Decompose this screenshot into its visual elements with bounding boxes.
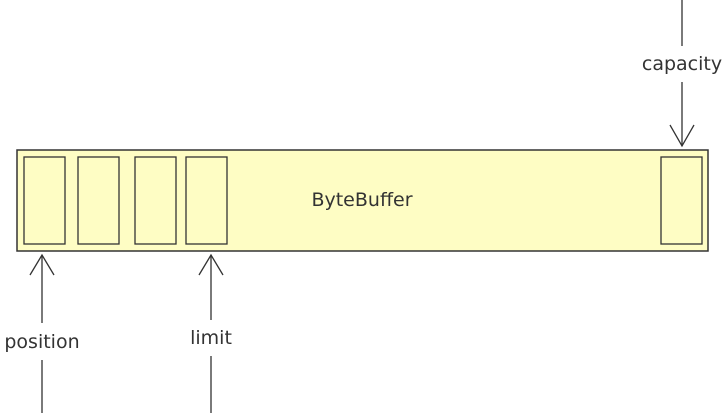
limit-label: limit [190,327,232,349]
capacity-pointer: capacity [642,0,722,148]
capacity-arrow-head [669,124,695,148]
buffer-cell-2 [77,156,120,245]
capacity-label: capacity [642,53,722,75]
limit-arrow-head [198,253,224,276]
position-label: position [4,331,79,353]
limit-pointer: limit [190,253,232,413]
buffer-cell-3 [134,156,177,245]
buffer-cell-last [660,156,703,245]
buffer-cell-1 [23,156,66,245]
buffer-cell-4 [185,156,228,245]
bytebuffer-label: ByteBuffer [311,189,412,211]
position-pointer: position [4,253,80,413]
position-arrow-head [29,253,55,276]
bytebuffer-container [16,149,709,252]
